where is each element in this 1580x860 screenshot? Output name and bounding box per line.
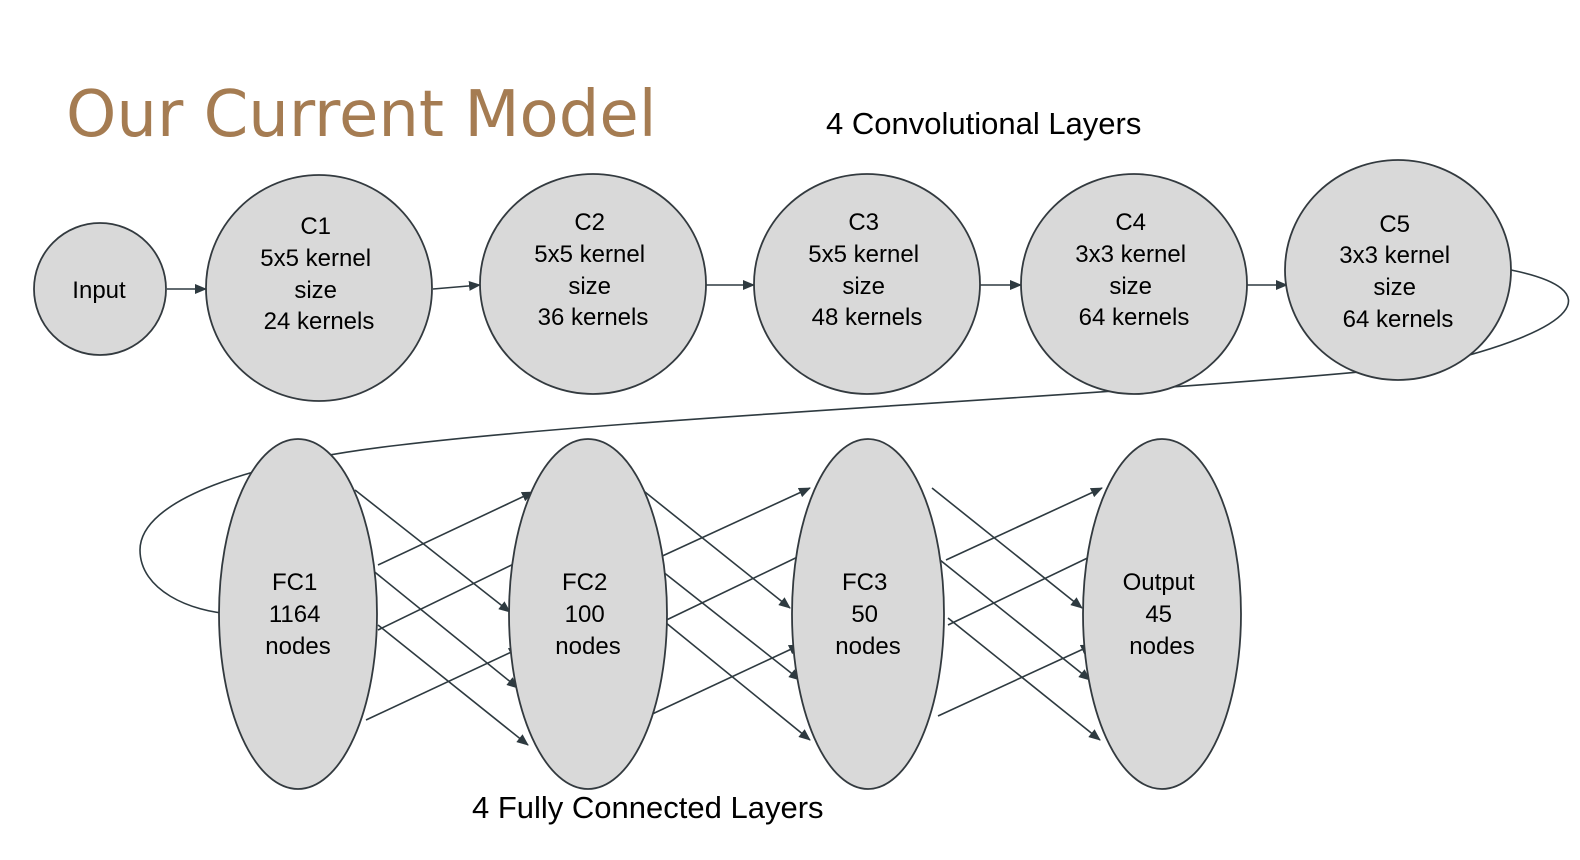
fully-connected-layers-caption: 4 Fully Connected Layers	[472, 790, 824, 825]
node-fc1-unit: nodes	[265, 633, 330, 660]
svg-text:FC2 100 nodes: FC2 100 nodes	[555, 569, 620, 660]
node-c4-name: C4	[1115, 209, 1146, 236]
svg-text:C1 5x5 kernel size: C1 5x5 kernel size 24 kernels	[260, 213, 377, 335]
edges	[139, 269, 1570, 746]
edge-c5-fc1	[139, 269, 1570, 619]
svg-text:C4 3x3 kernel size: C4 3x3 kernel size 64 kernels	[1075, 209, 1192, 331]
node-c2-name: C2	[574, 209, 605, 236]
node-fc2-count: 100	[565, 601, 605, 628]
node-c4-kernel: 3x3 kernel	[1075, 241, 1186, 268]
node-c4-count: 64 kernels	[1079, 304, 1190, 331]
edge-fc2-fc3	[639, 487, 811, 741]
edge-c1-c2	[432, 280, 481, 291]
node-fc3: FC3 50 nodes	[791, 438, 945, 790]
node-fc2: FC2 100 nodes	[508, 438, 668, 790]
node-fc1: FC1 1164 nodes	[218, 438, 378, 790]
node-output: Output 45 nodes	[1082, 438, 1242, 790]
svg-text:Input: Input	[72, 277, 126, 304]
node-fc1-count: 1164	[269, 601, 321, 628]
slide-title: Our Current Model	[66, 78, 657, 152]
node-fc2-name: FC2	[562, 569, 607, 596]
node-c5-kernel: 3x3 kernel	[1339, 242, 1450, 269]
node-c2-kernel: 5x5 kernel	[534, 241, 645, 268]
node-c3-count: 48 kernels	[812, 304, 923, 331]
node-output-unit: nodes	[1129, 633, 1194, 660]
node-c2-count: 36 kernels	[538, 304, 649, 331]
node-input-label: Input	[72, 277, 126, 304]
node-fc3-unit: nodes	[835, 633, 900, 660]
node-c2-size: size	[568, 273, 611, 300]
node-c5-size: size	[1373, 274, 1416, 301]
svg-text:C5 3x3 kernel size: C5 3x3 kernel size 64 kernels	[1339, 211, 1456, 333]
node-c3: C3 5x5 kernel size 48 kernels	[753, 173, 981, 395]
svg-text:C3 5x5 kernel size: C3 5x5 kernel size 48 kernels	[808, 209, 925, 331]
svg-text:Output 45 nodes: Output 45 nodes	[1123, 569, 1202, 660]
node-fc2-unit: nodes	[555, 633, 620, 660]
node-c1-count: 24 kernels	[264, 308, 375, 335]
node-input: Input	[33, 222, 167, 356]
edge-fc3-output	[931, 487, 1103, 741]
node-c5: C5 3x3 kernel size 64 kernels	[1284, 159, 1512, 381]
node-output-count: 45	[1145, 601, 1172, 628]
node-output-name: Output	[1123, 569, 1195, 596]
node-c1: C1 5x5 kernel size 24 kernels	[205, 174, 433, 402]
node-c5-name: C5	[1379, 211, 1410, 238]
node-c4-size: size	[1109, 273, 1152, 300]
node-fc1-name: FC1	[272, 569, 317, 596]
node-c1-kernel: 5x5 kernel	[260, 245, 371, 272]
node-fc3-count: 50	[851, 601, 878, 628]
convolutional-layers-caption: 4 Convolutional Layers	[826, 106, 1142, 141]
edge-fc1-fc2	[354, 489, 534, 746]
svg-text:FC3 50 nodes: FC3 50 nodes	[835, 569, 900, 660]
node-c3-name: C3	[848, 209, 879, 236]
svg-text:FC1 1164 nodes: FC1 1164 nodes	[265, 569, 330, 660]
node-c3-size: size	[842, 273, 885, 300]
node-c4: C4 3x3 kernel size 64 kernels	[1020, 173, 1248, 395]
node-c1-size: size	[294, 277, 337, 304]
node-fc3-name: FC3	[842, 569, 887, 596]
svg-text:C2 5x5 kernel size: C2 5x5 kernel size 36 kernels	[534, 209, 651, 331]
node-c5-count: 64 kernels	[1343, 306, 1454, 333]
node-c3-kernel: 5x5 kernel	[808, 241, 919, 268]
node-c2: C2 5x5 kernel size 36 kernels	[479, 173, 707, 395]
node-c1-name: C1	[300, 213, 331, 240]
